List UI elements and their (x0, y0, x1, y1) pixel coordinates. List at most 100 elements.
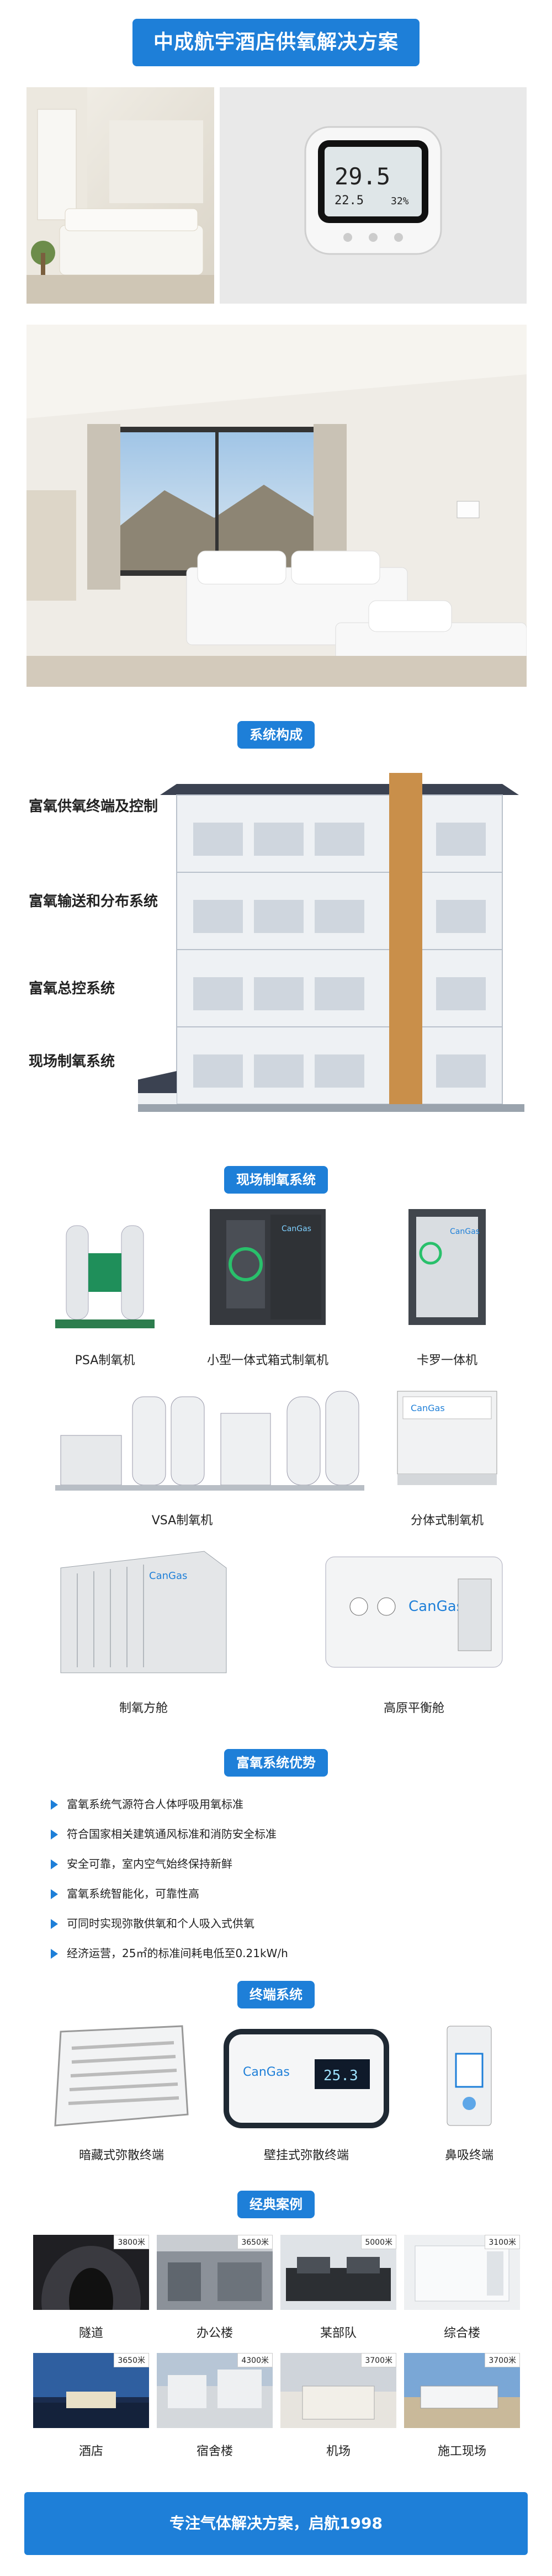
system-label-onsite: 现场制氧系统 (29, 1053, 115, 1070)
machine-balance: CanGas (320, 1546, 508, 1678)
case-photo-site: 3700米 (404, 2353, 520, 2428)
case-badge: 3700米 (485, 2353, 520, 2367)
vsa-image (55, 1391, 364, 1491)
case-label-airport: 机场 (326, 2445, 351, 2458)
tunnel-image (41, 2246, 141, 2310)
advantage-item: 经济运营，25㎡的标准间耗电低至0.21kW/h (51, 1944, 288, 1960)
caption-split: 分体式制氧机 (410, 1514, 484, 1528)
hotel-image (33, 2353, 149, 2428)
case-badge: 3650米 (114, 2353, 149, 2367)
office-image (157, 2251, 273, 2310)
hotel-room-image (26, 325, 527, 687)
case-label-hotel: 酒店 (78, 2445, 103, 2458)
terminal-wall: CanGas 25.3 (221, 2026, 392, 2131)
karo-brand: CanGas (450, 1227, 480, 1236)
case-photo-hotel: 3650米 (33, 2353, 149, 2428)
caption-karo: 卡罗一体机 (416, 1354, 477, 1367)
terminal-hidden (50, 2021, 193, 2131)
case-label-site: 施工现场 (437, 2445, 486, 2458)
thermostat-photo: 29.5 22.5 32% (220, 87, 527, 304)
section-advantage-title: 富氧系统优势 (224, 1749, 328, 1777)
split-image: CanGas (397, 1391, 497, 1485)
advantage-item: 富氧系统智能化，可靠性高 (51, 1885, 199, 1901)
case-label-office: 办公楼 (196, 2326, 233, 2340)
case-label-army: 某部队 (320, 2326, 357, 2340)
wall-unit-display: 25.3 (323, 2068, 358, 2084)
caption-balance: 高原平衡舱 (383, 1702, 444, 1715)
small-box-image: CanGas (210, 1209, 326, 1325)
karo-image: CanGas (408, 1209, 486, 1325)
advantage-item: 富氧系统气源符合人体呼吸用氧标准 (51, 1795, 243, 1811)
arrow-icon (51, 1859, 58, 1869)
advantage-item: 安全可靠，室内空气始终保持新鲜 (51, 1855, 232, 1871)
caption-terminal-wall: 壁挂式弥散终端 (263, 2149, 349, 2162)
case-photo-office: 3650米 (157, 2235, 273, 2310)
building-diagram (138, 762, 524, 1137)
nasal-image (447, 2026, 492, 2126)
caption-terminal-hidden: 暗藏式弥散终端 (78, 2149, 164, 2162)
section-terminal-title: 终端系统 (237, 1981, 315, 2008)
terminal-nasal (425, 2021, 513, 2131)
section-system-title: 系统构成 (237, 721, 315, 749)
system-label-terminal: 富氧供氧终端及控制 (29, 798, 158, 815)
complex-image (415, 2245, 509, 2302)
advantage-item: 符合国家相关建筑通风标准和消防安全标准 (51, 1825, 277, 1841)
system-label-distribution: 富氧输送和分布系统 (29, 893, 158, 910)
case-label-complex: 综合楼 (443, 2326, 480, 2340)
footer-text: 专注气体解决方案，启航1998 (169, 2514, 383, 2532)
case-photo-army: 5000米 (280, 2235, 396, 2310)
psa-image (55, 1225, 155, 1328)
caption-small-box: 小型一体式箱式制氧机 (206, 1354, 328, 1367)
thermostat-humidity: 32% (391, 195, 409, 207)
arrow-icon (51, 1830, 58, 1840)
page-title: 中成航宇酒店供氧解决方案 (132, 19, 420, 66)
section-onsite-title: 现场制氧系统 (224, 1166, 328, 1194)
dorm-image (157, 2370, 273, 2428)
case-label-tunnel: 隧道 (78, 2326, 103, 2340)
machine-small: CanGas (204, 1204, 331, 1331)
balance-image: CanGas (325, 1556, 503, 1668)
case-photo-dorm: 4300米 (157, 2353, 273, 2428)
case-badge: 5000米 (361, 2235, 396, 2249)
living-room-image (26, 87, 214, 304)
small-box-brand: CanGas (282, 1225, 311, 1233)
case-photo-complex: 3100米 (404, 2235, 520, 2310)
balance-brand: CanGas (408, 1598, 464, 1615)
living-room-photo (26, 87, 214, 304)
thermostat-value: 29.5 (335, 163, 390, 190)
cabin-brand: CanGas (149, 1570, 187, 1582)
machine-cabin: CanGas (55, 1546, 232, 1678)
machine-karo: CanGas (397, 1204, 497, 1331)
arrow-icon (51, 1919, 58, 1929)
site-image (404, 2386, 520, 2428)
wall-unit-brand: CanGas (243, 2065, 290, 2079)
footer-banner: 专注气体解决方案，启航1998 (24, 2492, 528, 2555)
arrow-icon (51, 1800, 58, 1810)
machine-psa (55, 1204, 155, 1331)
case-badge: 3650米 (237, 2235, 273, 2249)
caption-psa: PSA制氧机 (75, 1354, 135, 1367)
army-image (286, 2257, 391, 2301)
arrow-icon (51, 1889, 58, 1899)
thermostat-sub: 22.5 (335, 194, 364, 208)
case-photo-tunnel: 3800米 (33, 2235, 149, 2310)
system-label-control: 富氧总控系统 (29, 980, 115, 997)
case-badge: 3700米 (361, 2353, 396, 2367)
hotel-room-photo (26, 325, 527, 687)
machine-split: CanGas (392, 1386, 502, 1491)
wall-unit-image: CanGas 25.3 (224, 2029, 389, 2128)
caption-cabin: 制氧方舱 (119, 1702, 168, 1715)
case-photo-airport: 3700米 (280, 2353, 396, 2428)
case-badge: 3800米 (114, 2235, 149, 2249)
vent-image (54, 2025, 189, 2127)
caption-terminal-nasal: 鼻吸终端 (444, 2149, 493, 2162)
thermostat-image: 29.5 22.5 32% (220, 87, 527, 304)
caption-vsa: VSA制氧机 (151, 1514, 213, 1528)
cabin-image: CanGas (60, 1551, 227, 1673)
building-image (138, 762, 524, 1137)
section-cases-title: 经典案例 (237, 2191, 315, 2218)
machine-vsa (55, 1386, 364, 1491)
case-badge: 3100米 (485, 2235, 520, 2249)
split-brand: CanGas (411, 1403, 445, 1413)
